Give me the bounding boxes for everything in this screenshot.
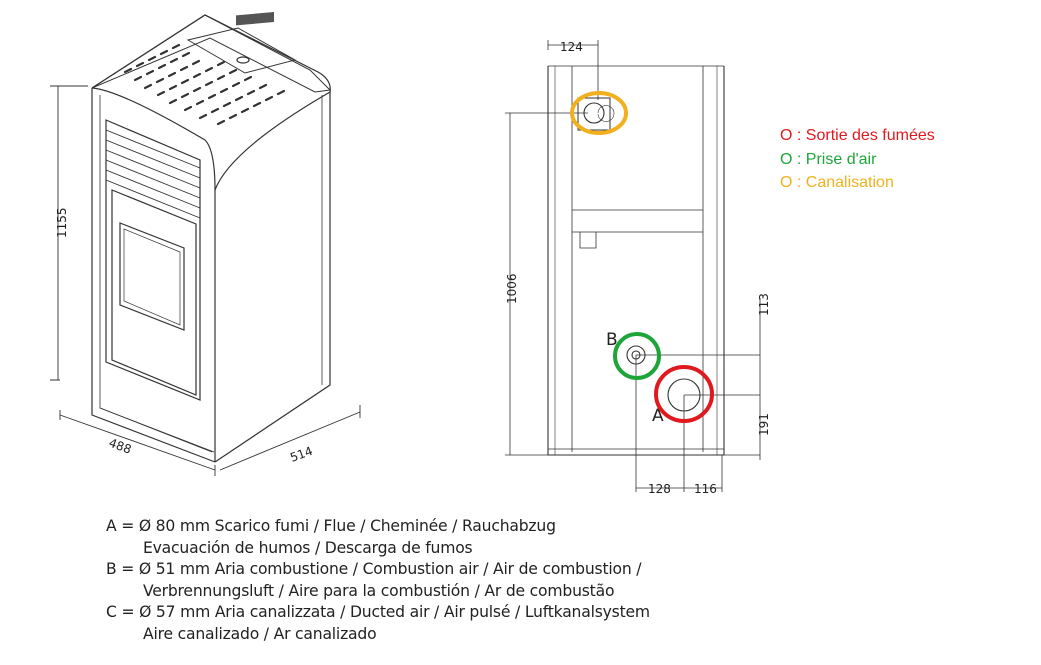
dimension-pipe-offset-label: 124 [560,40,583,54]
flue-highlight-ring [654,365,714,423]
legend-text: : Sortie des fumées [792,127,935,144]
caption-a-line-1: A = Ø 80 mm Scarico fumi / Flue / Chemin… [106,517,556,535]
dimension-b-offset-label: 113 [757,293,771,316]
connection-legend: O : Sortie des fumées O : Prise d'air O … [780,124,935,195]
stove-perspective-view [50,12,361,476]
caption-c-line-1: C = Ø 57 mm Aria canalizzata / Ducted ai… [106,603,650,622]
caption-c-line-2: Aire canalizado / Ar canalizado [143,624,377,643]
caption-b-line-2: Verbrennungsluft / Aire para la combusti… [143,581,615,600]
dimension-a-height-label: 191 [757,413,771,436]
legend-item-ducting: O : Canalisation [780,171,935,195]
caption-b-line-1: B = Ø 51 mm Aria combustione / Combustio… [106,560,642,579]
dimension-height-label: 1155 [55,207,69,238]
legend-symbol: O [780,174,793,191]
dimension-b-horizontal-label: 128 [648,482,671,496]
air-intake-highlight-ring [613,332,661,380]
dimension-c-height-label: 1006 [505,273,519,304]
legend-item-flue: O : Sortie des fumées [780,124,935,148]
marker-b-label: B [606,330,618,350]
dimension-width-label: 488 [107,436,133,457]
caption-a-line-2: Evacuación de humos / Descarga de fumos [143,538,473,557]
dimension-a-horizontal-label: 116 [694,482,717,496]
stove-side-view [505,40,761,492]
legend-symbol: O [780,127,793,144]
front-louvres [105,129,201,219]
legend-item-air-intake: O : Prise d'air [780,148,935,172]
connections-caption: A = Ø 80 mm Scarico fumi / Flue / Chemin… [106,516,650,646]
top-grille-slots [123,43,286,126]
legend-symbol: O [780,150,793,168]
legend-text: : Prise d'air [792,150,877,168]
ducting-highlight-ring [570,91,628,135]
dimension-depth-label: 514 [288,444,314,465]
legend-text: : Canalisation [792,174,894,191]
